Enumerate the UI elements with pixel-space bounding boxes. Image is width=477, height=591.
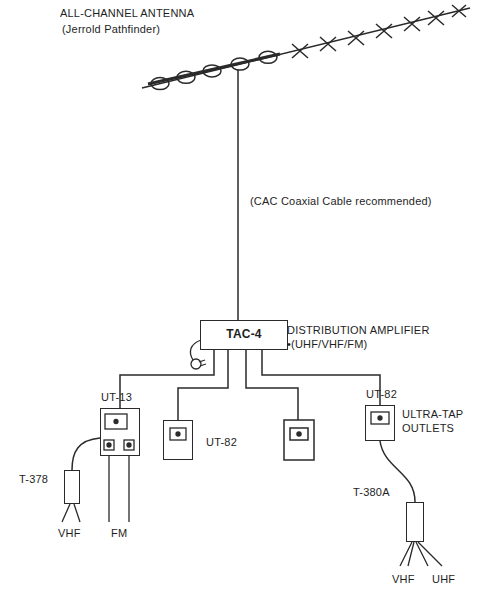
amplifier-box: TAC-4DISTRIBUTION AMPLIFIER •(UHF/VHF/FM… [200, 320, 288, 350]
antenna-x [292, 44, 308, 58]
antenna-x [404, 17, 420, 31]
outlet-socket [170, 428, 186, 440]
splitter-model: T-380A [353, 485, 390, 499]
socket-dot [114, 420, 118, 424]
outlet-box: UT-82 [163, 420, 193, 460]
outlet-socket [290, 428, 308, 440]
socket-dot [297, 432, 301, 436]
cable-connector [178, 350, 228, 420]
terminal-dot [107, 443, 111, 447]
fm-terminal [104, 440, 114, 450]
antenna-rod [148, 54, 280, 84]
outlet-socket [105, 414, 127, 429]
socket-dot [176, 432, 180, 436]
coaxial-downlead [237, 70, 239, 320]
outlet-box: UT-82ULTRA-TAP OUTLETS [365, 405, 395, 441]
signal-name: UHF [432, 572, 455, 586]
antenna-x [452, 5, 466, 17]
socket-dot [378, 416, 382, 420]
terminal-dot [127, 443, 131, 447]
outlet-box: UT-13 [100, 408, 140, 456]
cable-connector [262, 350, 380, 405]
fm-leads [109, 456, 129, 522]
outlet-model: UT-82 [206, 435, 237, 449]
vhf-leads [62, 504, 80, 522]
antenna-x [428, 11, 444, 25]
cable-connector [72, 438, 100, 470]
amplifier-model: TAC-4 [201, 327, 287, 341]
transformer-model: T-378 [19, 472, 48, 486]
transformer-box: T-378 [64, 470, 80, 504]
outlet-box [284, 420, 314, 460]
feed-wire [246, 350, 298, 420]
antenna-x [320, 37, 336, 51]
antenna-model: (Jerrold Pathfinder) [62, 22, 160, 36]
outlet-model: UT-13 [101, 390, 132, 404]
power-cord [190, 340, 206, 369]
antenna-x [376, 24, 392, 38]
outlet-model: UT-82 [366, 387, 397, 401]
antenna-boom [142, 8, 470, 88]
outlet-caption: ULTRA-TAP OUTLETS [402, 407, 474, 435]
plug-prongs [199, 360, 206, 366]
outlet-socket [371, 412, 389, 424]
signal-name: VHF [392, 572, 415, 586]
amplifier-description: DISTRIBUTION AMPLIFIER •(UHF/VHF/FM) [287, 323, 462, 351]
antenna-loops [148, 51, 280, 89]
power-plug [191, 359, 201, 369]
fm-terminal [124, 440, 134, 450]
antenna-x [348, 31, 364, 45]
splitter-box: T-380A [406, 502, 424, 542]
signal-name: FM [111, 526, 127, 540]
antenna-x-elements [292, 5, 466, 58]
outlet-details [62, 412, 442, 566]
cable-note: (CAC Coaxial Cable recommended) [250, 194, 432, 208]
outlet-ut-82 [246, 350, 314, 460]
antenna-title: ALL-CHANNEL ANTENNA [60, 6, 194, 20]
cable-connector [120, 350, 214, 408]
signal-name: VHF [58, 526, 81, 540]
vhf-uhf-leads [400, 542, 442, 566]
